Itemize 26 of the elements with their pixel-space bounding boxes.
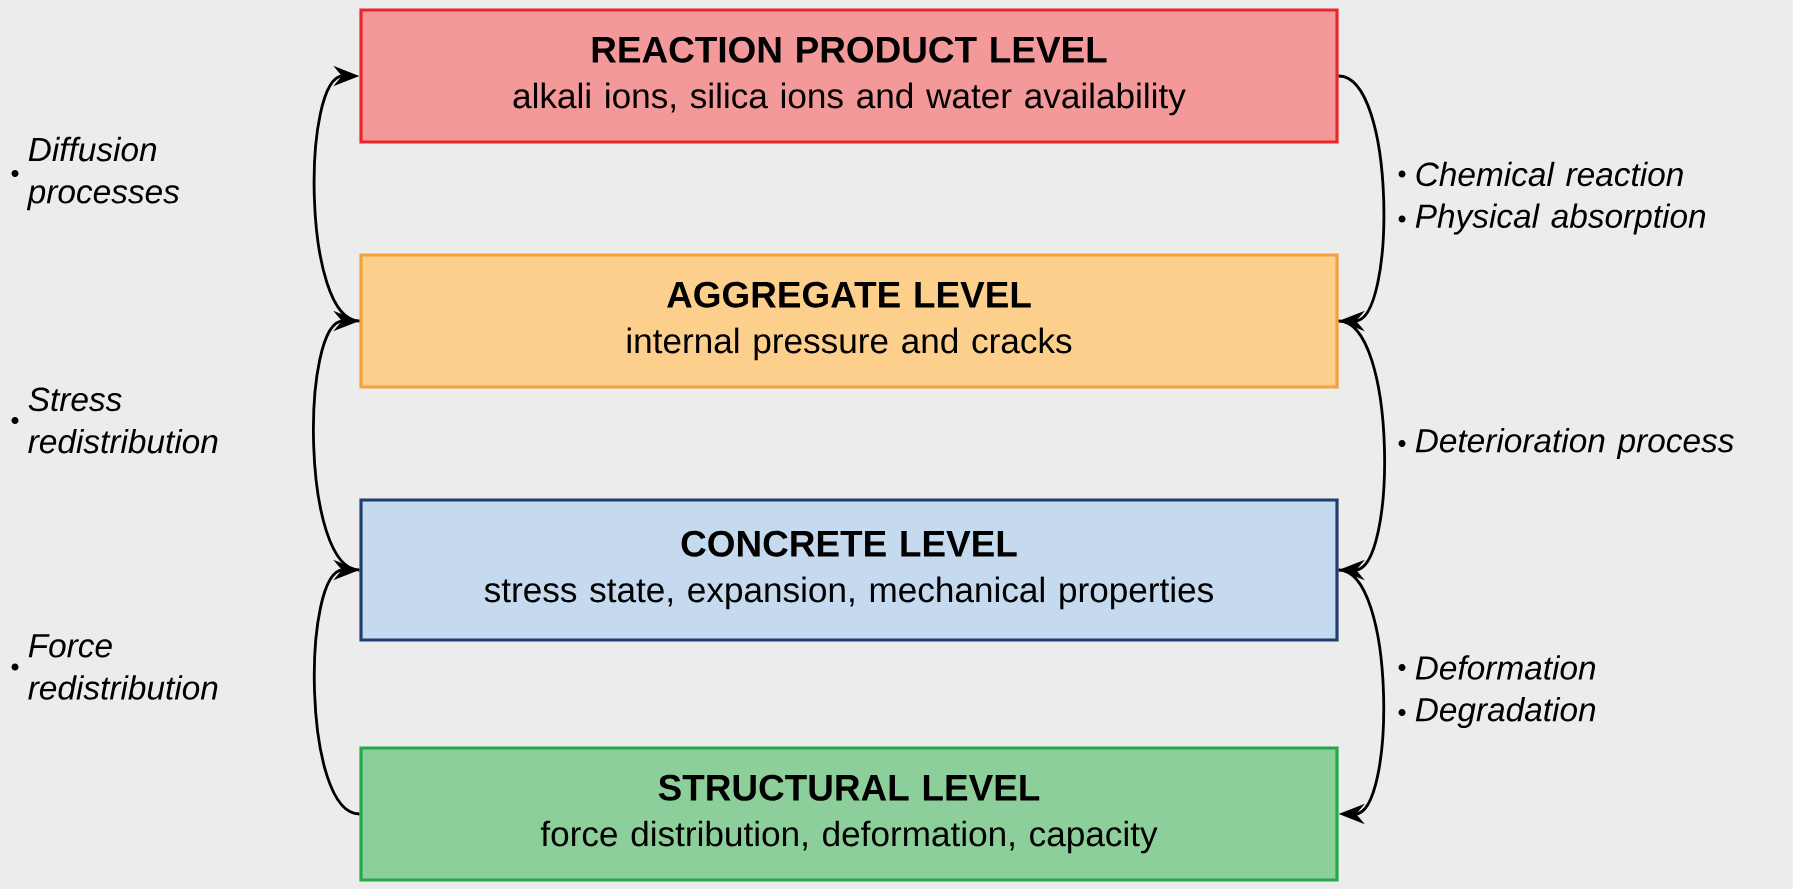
edge-label: Force redistribution bbox=[28, 634, 218, 700]
curved-arrow bbox=[312, 310, 360, 572]
level-description: alkali ions, silica ions and water availability bbox=[513, 82, 1186, 116]
level-box bbox=[359, 253, 1339, 389]
level-box bbox=[359, 498, 1339, 642]
curved-arrow bbox=[312, 65, 360, 323]
level-description: force distribution, deformation, capacity bbox=[540, 820, 1158, 854]
side-note: Physical absorption bbox=[1415, 203, 1706, 235]
edge-label: Stress redistribution bbox=[28, 387, 218, 454]
edge-label: Chemical reaction bbox=[1416, 161, 1683, 187]
curved-arrow bbox=[1338, 568, 1385, 825]
level-box bbox=[359, 746, 1339, 882]
level-title: REACTION PRODUCT LEVEL bbox=[592, 36, 1107, 63]
level-title: AGGREGATE LEVEL bbox=[667, 281, 1031, 308]
level-title: CONCRETE LEVEL bbox=[681, 530, 1017, 557]
curved-arrow bbox=[1338, 319, 1386, 581]
edge-label: Diffusion processes bbox=[26, 136, 180, 211]
level-description: internal pressure and cracks bbox=[627, 327, 1072, 361]
curved-arrow bbox=[1338, 74, 1386, 332]
level-title: STRUCTURAL LEVEL bbox=[658, 774, 1040, 801]
level-description: stress state, expansion, mechanical properties bbox=[484, 576, 1213, 610]
side-note: Degradation bbox=[1415, 696, 1596, 729]
edge-label: Deformation bbox=[1415, 655, 1596, 680]
curved-arrow bbox=[313, 559, 360, 816]
edge-label: Deterioration process bbox=[1415, 427, 1734, 460]
level-box bbox=[359, 8, 1339, 144]
